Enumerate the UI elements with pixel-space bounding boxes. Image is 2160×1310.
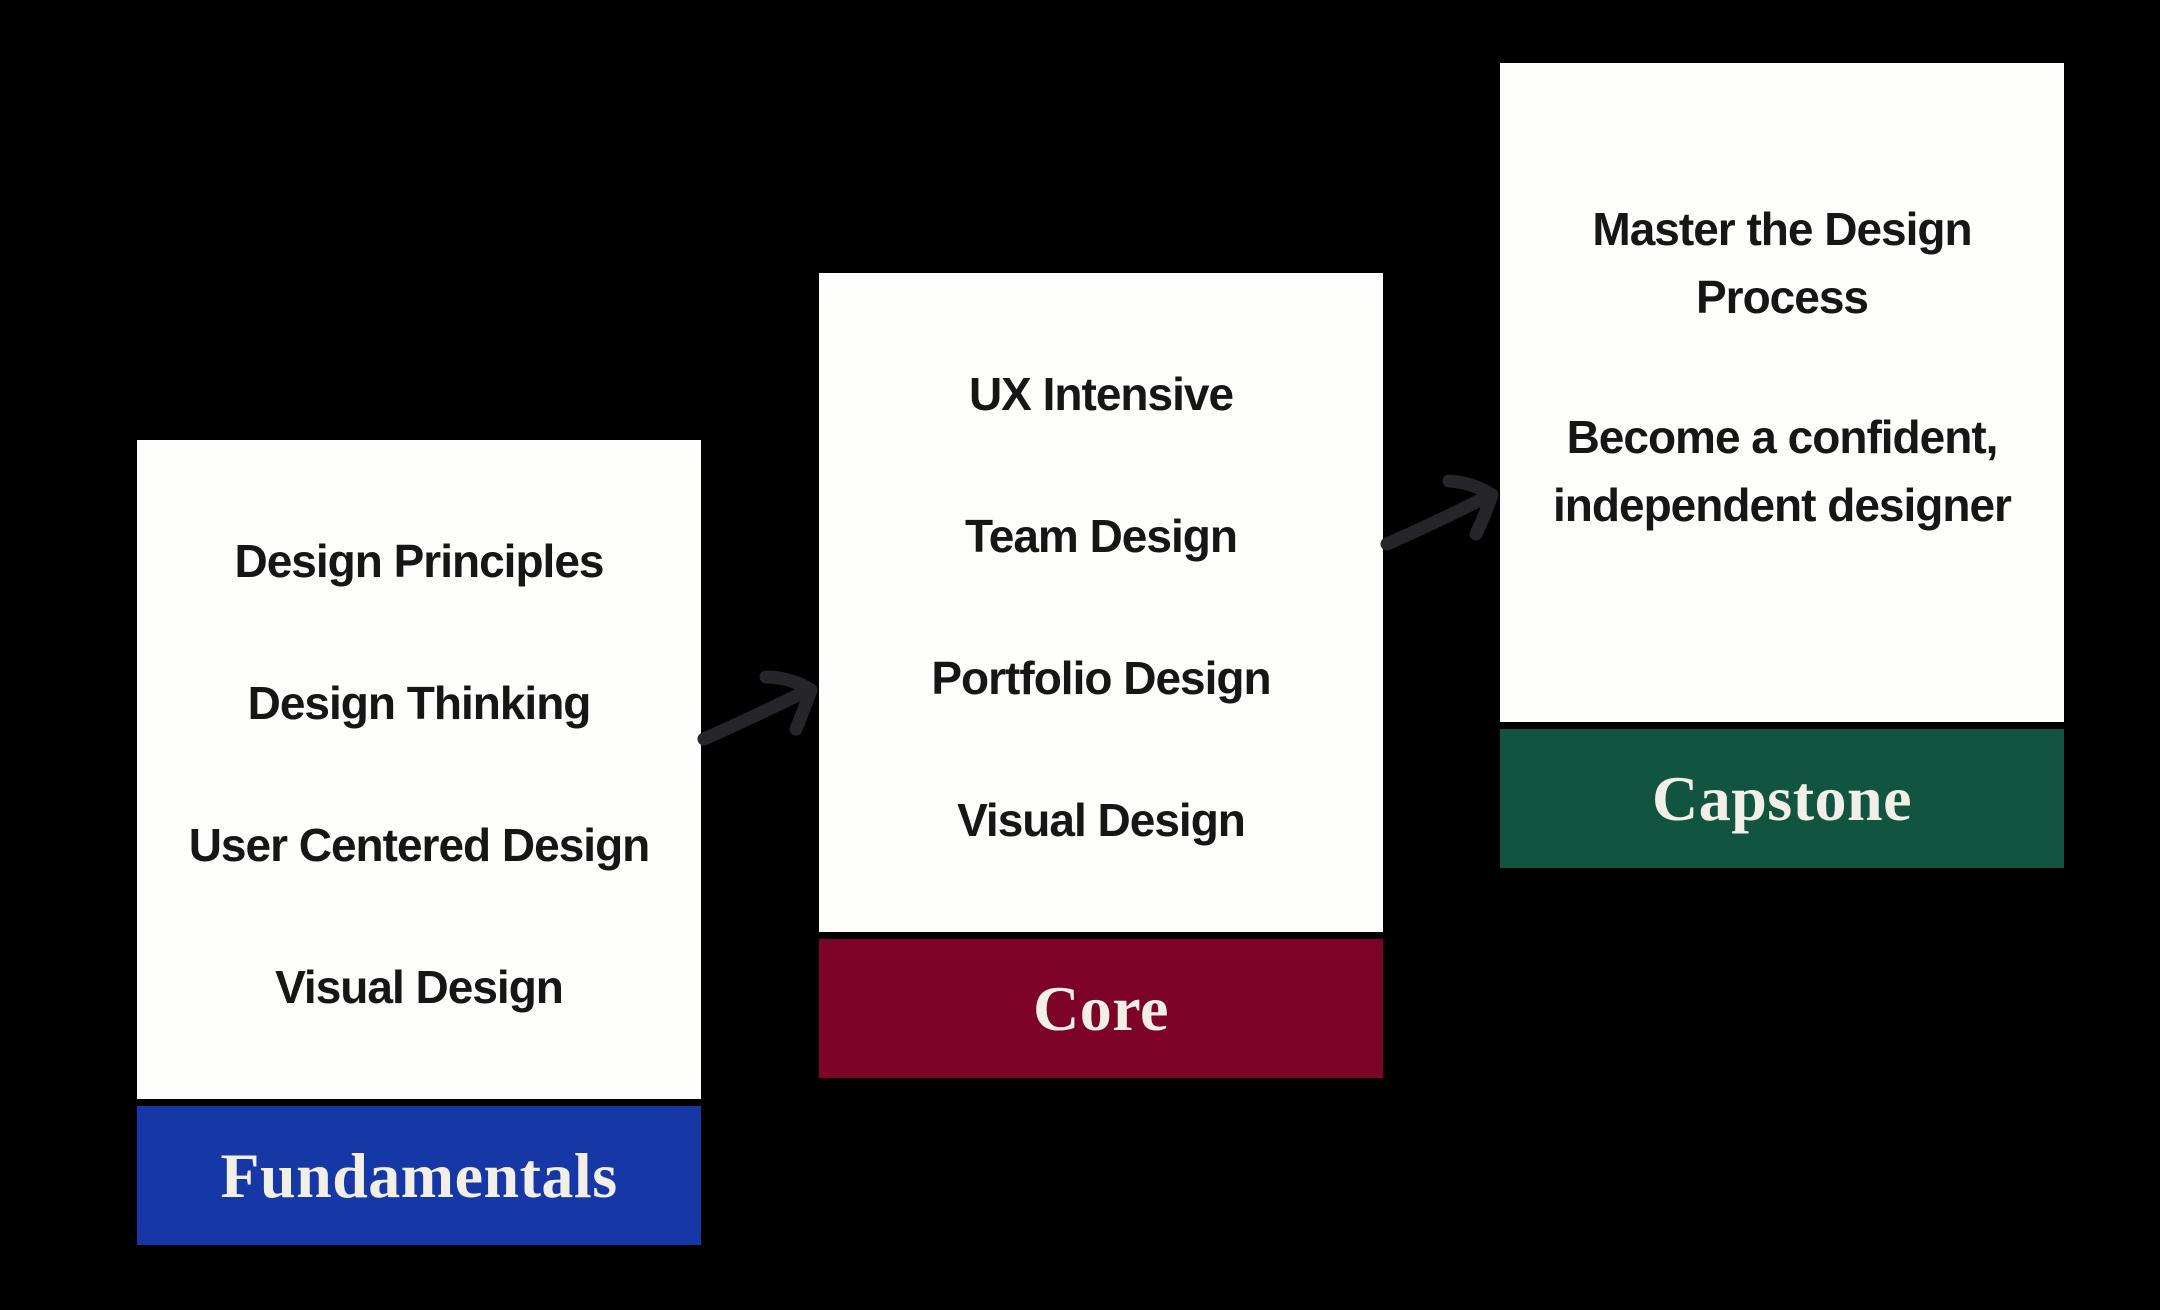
course-item: Visual Design (275, 961, 564, 1013)
course-item: Team Design (965, 510, 1238, 562)
arrow-fundamentals-to-core-icon (697, 670, 818, 746)
course-item: User Centered Design (188, 819, 651, 871)
stage-card-fundamentals: Design Principles Design Thinking User C… (137, 440, 701, 1245)
stage-card-capstone-body: Master the Design Process Become a confi… (1500, 63, 2064, 722)
course-item: UX Intensive (968, 368, 1234, 420)
stage-label-capstone: Capstone (1500, 729, 2064, 868)
stage-label-fundamentals: Fundamentals (137, 1106, 701, 1245)
stage-label-core: Core (819, 939, 1383, 1078)
course-item: Visual Design (957, 794, 1246, 846)
stage-card-core: UX Intensive Team Design Portfolio Desig… (819, 273, 1383, 1078)
course-item: Portfolio Design (931, 652, 1271, 704)
course-item: Design Principles (234, 535, 604, 587)
stage-card-core-body: UX Intensive Team Design Portfolio Desig… (819, 273, 1383, 932)
stage-card-capstone: Master the Design Process Become a confi… (1500, 63, 2064, 868)
capstone-description: Become a confident, independent designer (1553, 411, 2012, 531)
course-item: Design Thinking (247, 677, 592, 729)
stage-card-fundamentals-body: Design Principles Design Thinking User C… (137, 440, 701, 1099)
capstone-heading: Master the Design Process (1592, 203, 1972, 323)
arrow-core-to-capstone-icon (1380, 474, 1499, 551)
